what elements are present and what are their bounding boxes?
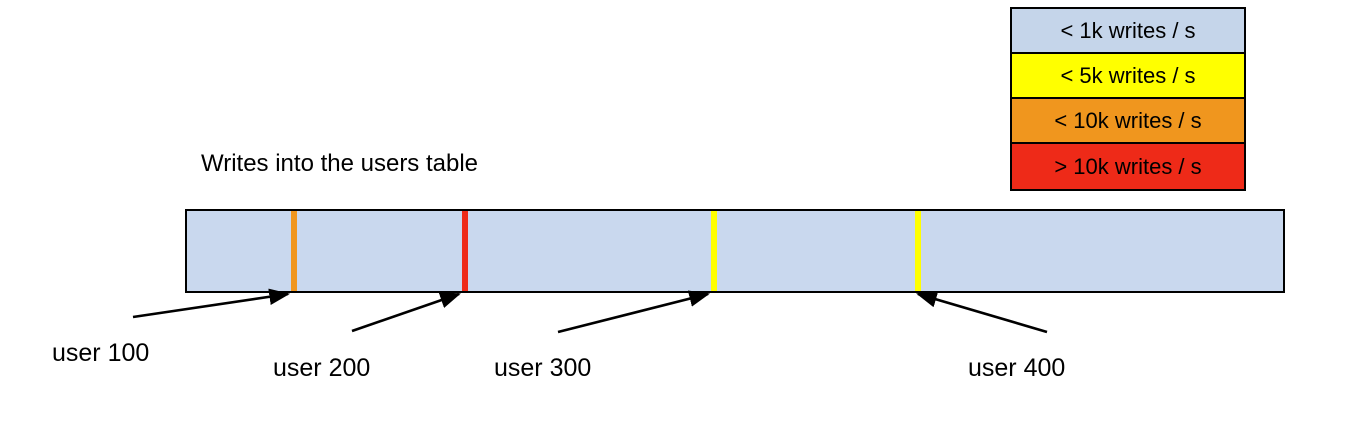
legend-item-over-10k: > 10k writes / s: [1012, 144, 1244, 189]
label-user-100: user 100: [52, 339, 150, 367]
legend-item-label: < 5k writes / s: [1060, 62, 1196, 88]
legend-item-under-10k: < 10k writes / s: [1012, 99, 1244, 144]
marker-user-300: [711, 211, 717, 291]
arrow-user-200: [351, 292, 461, 333]
arrow-user-300: [557, 290, 711, 334]
users-table-bar: [185, 209, 1285, 293]
legend-item-label: < 10k writes / s: [1054, 107, 1202, 133]
legend-item-under-5k: < 5k writes / s: [1012, 54, 1244, 99]
marker-user-400: [915, 211, 921, 291]
marker-user-200: [462, 211, 468, 291]
marker-user-100: [291, 211, 297, 291]
label-user-300: user 300: [494, 354, 592, 382]
legend-item-label: < 1k writes / s: [1060, 17, 1196, 43]
arrow-user-400: [916, 291, 1048, 334]
label-user-200: user 200: [273, 354, 371, 382]
legend-item-under-1k: < 1k writes / s: [1012, 9, 1244, 54]
legend: < 1k writes / s < 5k writes / s < 10k wr…: [1010, 7, 1246, 191]
label-user-400: user 400: [968, 354, 1066, 382]
legend-item-label: > 10k writes / s: [1054, 153, 1202, 179]
chart-title: Writes into the users table: [201, 150, 479, 177]
arrow-user-100: [132, 288, 291, 319]
